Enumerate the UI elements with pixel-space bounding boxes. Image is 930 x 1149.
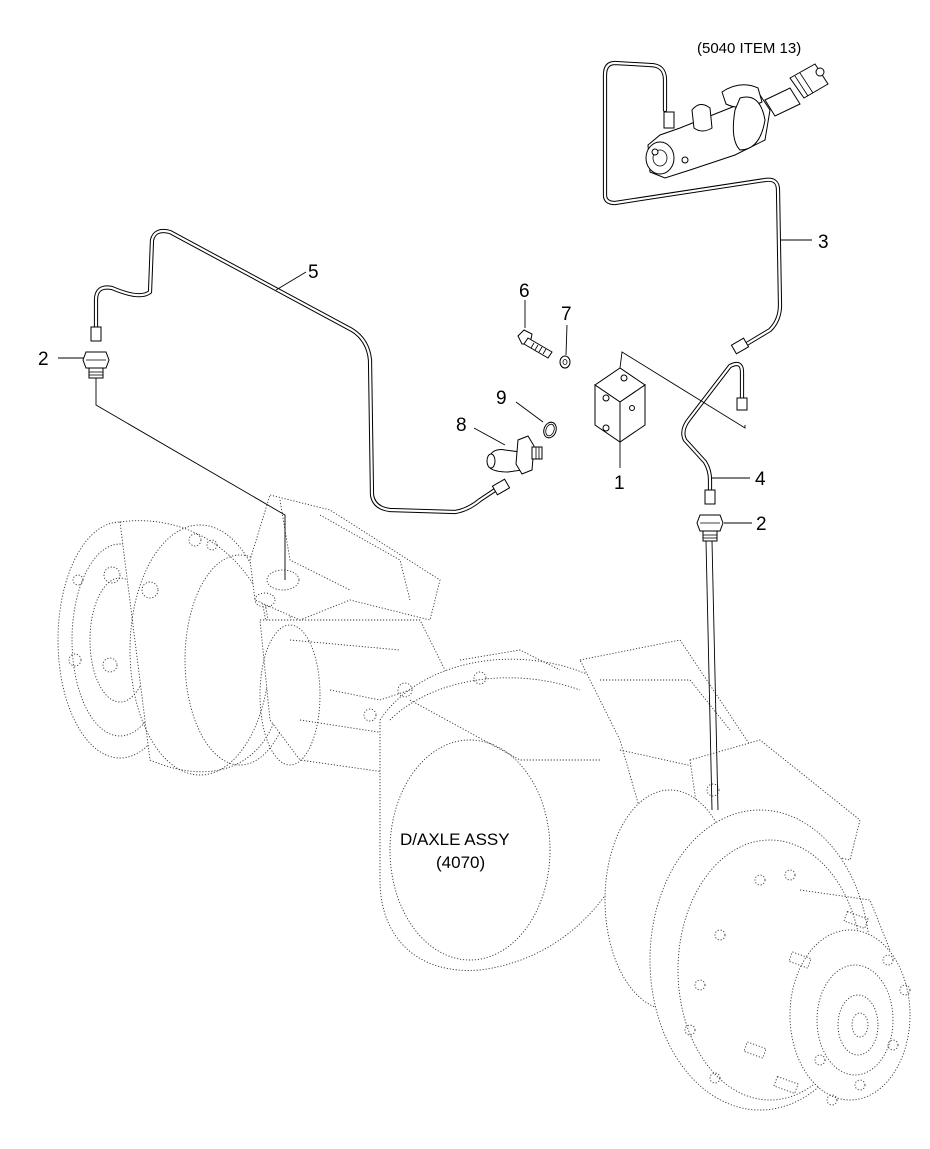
leader-7 (565, 324, 568, 356)
callout-2-left: 2 (38, 349, 49, 370)
differential-housing (329, 649, 651, 971)
leader-5 (275, 271, 307, 291)
callout-4: 4 (755, 469, 766, 490)
callout-2-right: 2 (756, 514, 767, 535)
pressure-switch-8 (486, 435, 543, 475)
callout-3: 3 (818, 232, 829, 253)
pipe-4-end-fitting-top (736, 397, 748, 411)
brake-pipe-5 (90, 228, 511, 515)
callout-8: 8 (456, 415, 467, 436)
leader-8 (473, 427, 506, 446)
pipe-5-end-fitting-right (491, 478, 511, 496)
brake-pipe-3 (602, 60, 783, 355)
clutch-master-cylinder (645, 63, 829, 179)
bolt-6 (517, 329, 553, 359)
o-ring-9 (543, 421, 557, 439)
brake-pipe-4 (681, 361, 748, 505)
cylinder-inlet-fitting (663, 111, 675, 129)
axle-label-line1: D/AXLE ASSY (400, 830, 510, 849)
pipe-5-end-fitting-left (90, 326, 102, 342)
left-suspension-bracket (249, 494, 441, 621)
fitting-2-left (82, 351, 110, 379)
washer-7 (559, 355, 571, 369)
callout-9: 9 (496, 388, 507, 409)
callout-1: 1 (614, 473, 625, 494)
pipe-3-end-fitting (730, 337, 750, 355)
callout-7: 7 (561, 304, 572, 325)
distribution-block-1 (594, 367, 646, 443)
callout-6: 6 (519, 281, 530, 302)
mounting-bracket-outline (619, 351, 746, 429)
pipe-4-end-fitting-bottom (704, 489, 716, 505)
right-wheel-hub (604, 789, 911, 1111)
fitting-2-right (696, 514, 724, 542)
right-hose-line-2 (711, 540, 719, 811)
drive-axle-assembly (57, 494, 911, 1111)
left-hose-line (95, 378, 286, 580)
reference-note: (5040 ITEM 13) (697, 40, 801, 57)
left-wheel-hub (57, 520, 296, 776)
leader-9 (515, 401, 544, 423)
right-hose-line (705, 540, 713, 811)
axle-label-line2: (4070) (436, 853, 485, 872)
callout-5: 5 (308, 262, 319, 283)
